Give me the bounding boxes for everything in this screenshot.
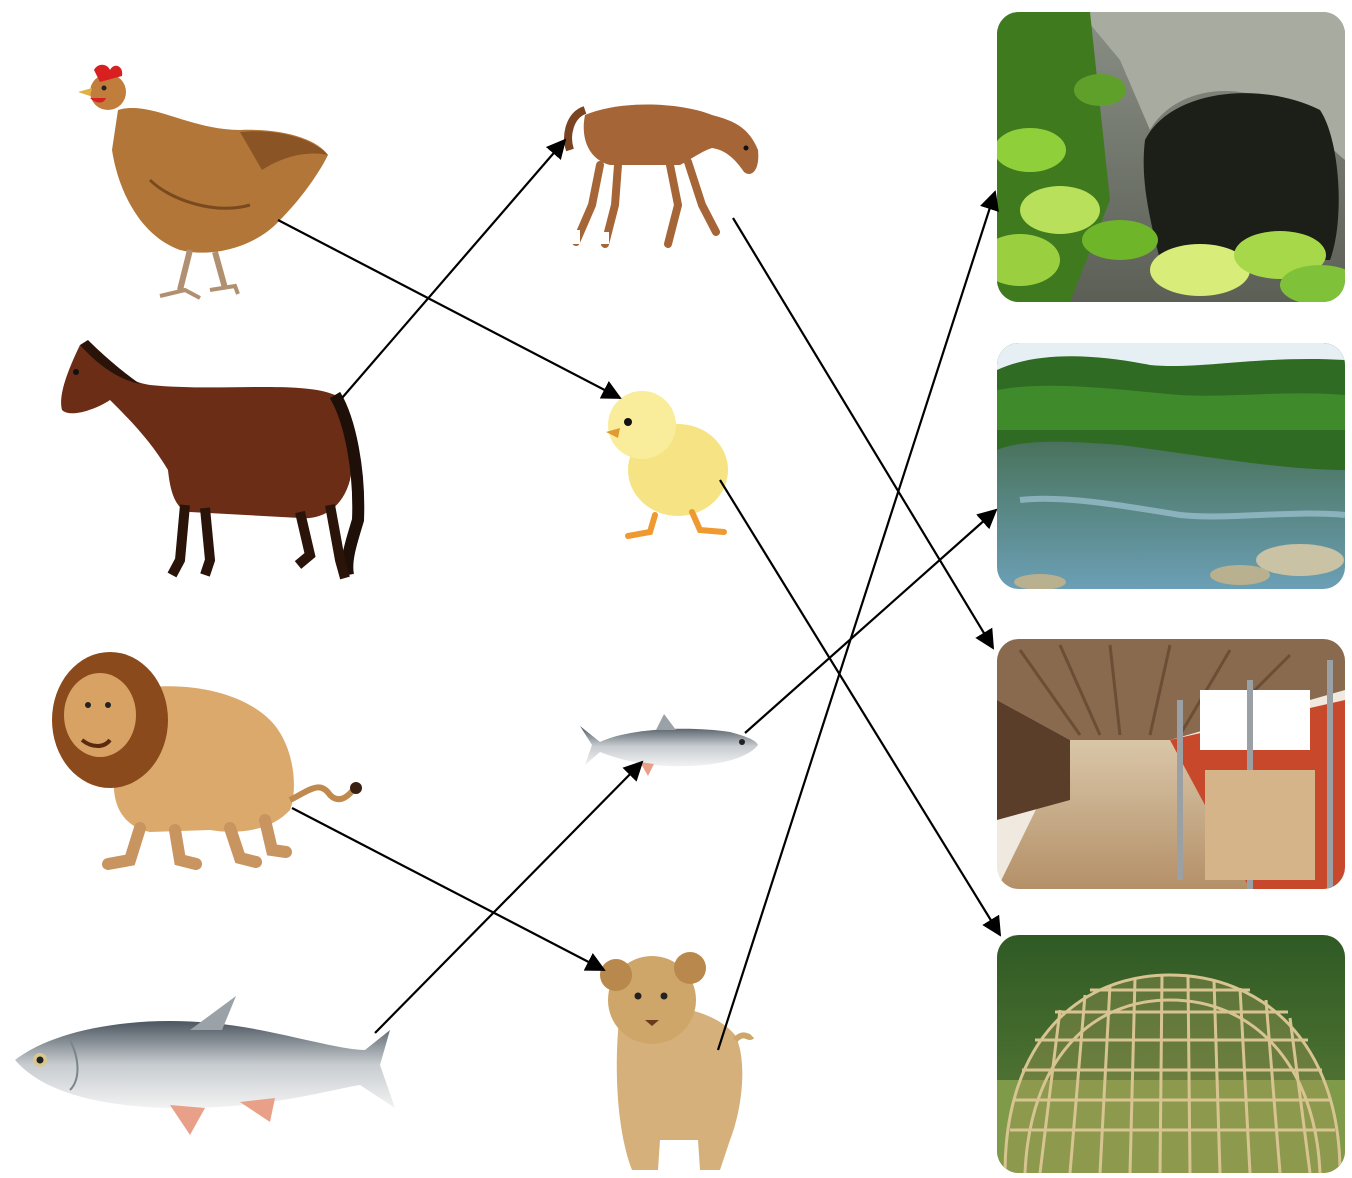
arrow-fish-to-small-fish (374, 760, 644, 1034)
arrow-small-fish-to-pond (744, 508, 998, 734)
arrow-horse-to-foal (341, 138, 567, 399)
foal-icon (564, 104, 759, 248)
coop-photo (997, 935, 1345, 1173)
arrow-chick-to-coop (719, 479, 1002, 937)
stable-photo (997, 639, 1345, 889)
cave-photo (997, 12, 1345, 302)
lion-cub-icon (600, 952, 755, 1170)
arrow-lion-cub-to-cave (716, 190, 999, 1051)
lion-icon (52, 652, 362, 870)
chick-icon (606, 391, 728, 539)
arrow-foal-to-stable (732, 217, 995, 650)
pond-photo (997, 343, 1345, 589)
fish-icon (15, 996, 395, 1135)
arrow-hen-to-chick (277, 219, 622, 399)
hen-icon (78, 64, 328, 300)
small-fish-icon (580, 714, 758, 776)
arrow-lion-to-lion-cub (291, 807, 606, 971)
connection-arrows (277, 138, 1002, 1051)
horse-icon (61, 340, 365, 580)
